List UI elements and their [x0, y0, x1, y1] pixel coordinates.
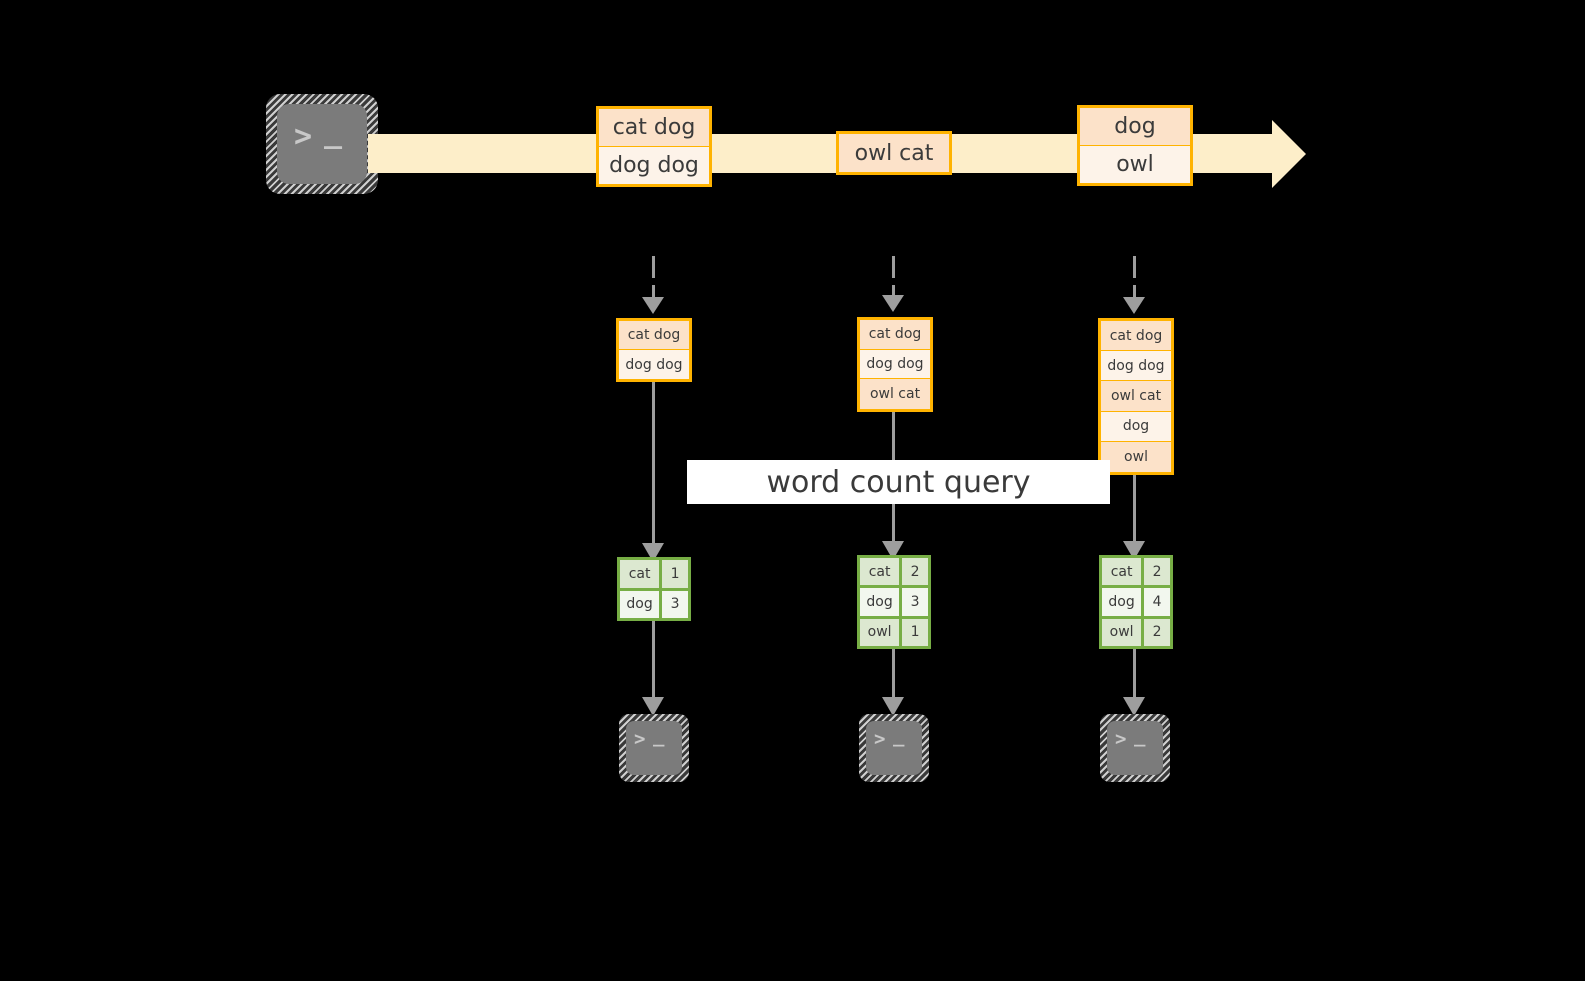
result-word: cat — [1102, 558, 1145, 586]
snapshot-record: cat dog — [619, 321, 689, 350]
sink-line-2 — [892, 649, 895, 699]
stream-record: dog — [1080, 108, 1190, 146]
snapshot-record: dog dog — [619, 350, 689, 379]
result-count: 3 — [662, 590, 688, 618]
result-word: cat — [860, 558, 903, 586]
terminal-prompt-glyph: > — [294, 119, 313, 154]
result-table-3: cat 2 dog 4 owl 2 — [1099, 555, 1173, 649]
snapshot-feed-line-2a — [892, 256, 895, 278]
terminal-body — [1107, 721, 1163, 775]
sink-line-3 — [1133, 649, 1136, 699]
snapshot-record: owl cat — [1101, 381, 1171, 412]
snapshot-record: owl — [1101, 441, 1171, 472]
result-count: 1 — [662, 560, 688, 588]
result-count: 2 — [1144, 558, 1170, 586]
result-word: owl — [1102, 618, 1145, 646]
result-word: dog — [620, 590, 663, 618]
snapshot-feed-arrowhead-3 — [1123, 297, 1145, 314]
snapshot-record: owl cat — [860, 379, 930, 409]
snapshot-feed-line-3b — [1133, 285, 1136, 299]
result-count: 3 — [902, 588, 928, 616]
query-label-banner: word count query — [687, 460, 1110, 504]
terminal-body — [277, 104, 367, 184]
stream-record-group-3: dog owl — [1077, 105, 1193, 186]
snapshot-record: cat dog — [1101, 321, 1171, 352]
table-row: dog 4 — [1102, 588, 1170, 619]
snapshot-records-2: cat dog dog dog owl cat — [857, 317, 933, 412]
table-row: cat 2 — [1102, 558, 1170, 589]
snapshot-record: cat dog — [860, 320, 930, 350]
stream-arrow-head — [1272, 120, 1306, 188]
result-word: dog — [860, 588, 903, 616]
snapshot-feed-arrowhead-1 — [642, 297, 664, 314]
terminal-prompt-glyph: > — [1115, 728, 1127, 750]
table-row: owl 1 — [860, 618, 928, 646]
sink-terminal-icon-3: > _ — [1100, 714, 1170, 782]
stream-record-group-2: owl cat — [836, 131, 952, 175]
sink-arrowhead-3 — [1123, 697, 1145, 716]
terminal-cursor-glyph: _ — [324, 115, 343, 150]
stream-record: cat dog — [599, 109, 709, 147]
snapshot-records-3: cat dog dog dog owl cat dog owl — [1098, 318, 1174, 475]
snapshot-records-1: cat dog dog dog — [616, 318, 692, 382]
snapshot-record: dog dog — [860, 349, 930, 380]
sink-line-1 — [652, 621, 655, 699]
table-row: cat 2 — [860, 558, 928, 589]
result-count: 2 — [902, 558, 928, 586]
snapshot-record: dog dog — [1101, 351, 1171, 382]
terminal-prompt-glyph: > — [634, 728, 646, 750]
snapshot-record: dog — [1101, 411, 1171, 442]
terminal-cursor-glyph: _ — [1134, 725, 1146, 747]
sink-terminal-icon-2: > _ — [859, 714, 929, 782]
snapshot-feed-line-1b — [652, 285, 655, 299]
snapshot-feed-arrowhead-2 — [882, 295, 904, 312]
result-count: 4 — [1144, 588, 1170, 616]
snapshot-feed-line-2b — [892, 285, 895, 297]
stream-record: dog dog — [599, 146, 709, 184]
sink-terminal-icon-1: > _ — [619, 714, 689, 782]
stream-record-group-1: cat dog dog dog — [596, 106, 712, 187]
terminal-body — [866, 721, 922, 775]
table-row: dog 3 — [620, 590, 688, 618]
result-count: 2 — [1144, 618, 1170, 646]
table-row: cat 1 — [620, 560, 688, 591]
table-row: owl 2 — [1102, 618, 1170, 646]
snapshot-feed-line-3a — [1133, 256, 1136, 278]
terminal-cursor-glyph: _ — [653, 725, 665, 747]
source-terminal-icon: > _ — [266, 94, 378, 194]
terminal-prompt-glyph: > — [874, 728, 886, 750]
result-table-2: cat 2 dog 3 owl 1 — [857, 555, 931, 649]
terminal-body — [626, 721, 682, 775]
query-line-3 — [1133, 475, 1136, 543]
sink-arrowhead-2 — [882, 697, 904, 716]
result-word: owl — [860, 618, 903, 646]
table-row: dog 3 — [860, 588, 928, 619]
result-word: cat — [620, 560, 663, 588]
terminal-cursor-glyph: _ — [893, 725, 905, 747]
stream-record: owl cat — [839, 134, 949, 172]
stream-record: owl — [1080, 145, 1190, 183]
result-count: 1 — [902, 618, 928, 646]
sink-arrowhead-1 — [642, 697, 664, 716]
query-label-text: word count query — [766, 464, 1031, 500]
result-table-1: cat 1 dog 3 — [617, 557, 691, 621]
snapshot-feed-line-1a — [652, 256, 655, 278]
query-line-1 — [652, 382, 655, 545]
result-word: dog — [1102, 588, 1145, 616]
